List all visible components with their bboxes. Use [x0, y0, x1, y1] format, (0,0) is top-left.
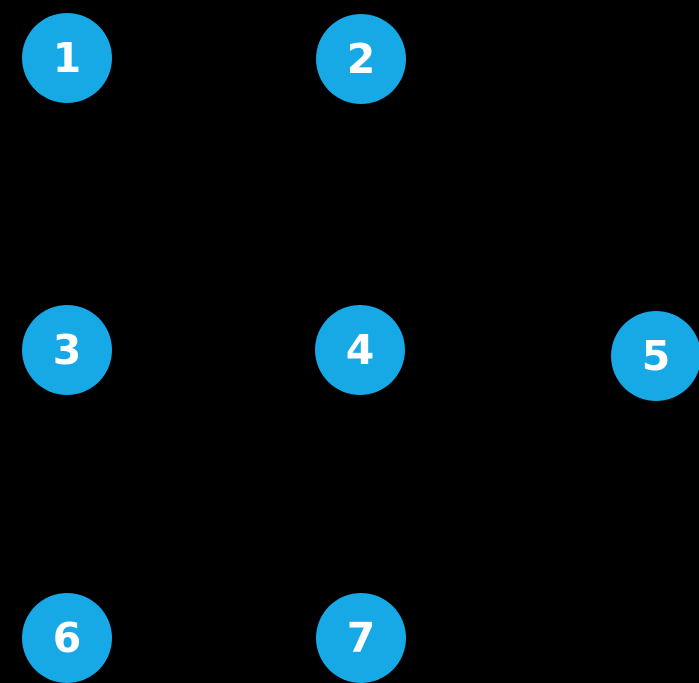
graph-node-6[interactable]: 6: [22, 593, 112, 683]
graph-node-4[interactable]: 4: [315, 305, 405, 395]
node-label: 3: [52, 325, 82, 374]
node-label: 1: [52, 33, 82, 82]
node-label: 4: [345, 325, 375, 374]
node-label: 2: [346, 34, 376, 83]
node-label: 6: [52, 613, 82, 662]
graph-node-7[interactable]: 7: [316, 593, 406, 683]
graph-node-2[interactable]: 2: [316, 14, 406, 104]
node-label: 5: [641, 331, 671, 380]
graph-node-3[interactable]: 3: [22, 305, 112, 395]
node-label: 7: [346, 613, 376, 662]
graph-node-1[interactable]: 1: [22, 13, 112, 103]
graph-node-5[interactable]: 5: [611, 311, 699, 401]
